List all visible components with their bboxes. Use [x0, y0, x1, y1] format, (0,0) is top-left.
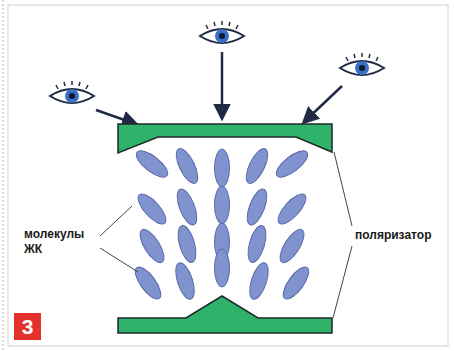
top-polarizer — [118, 124, 332, 153]
lc-molecules — [131, 146, 313, 303]
margin-line — [3, 0, 4, 351]
part-label: молекулы ЖК — [24, 227, 104, 257]
eyes — [50, 21, 384, 103]
eye-icon — [50, 81, 94, 103]
part-label: поляризатор — [355, 228, 450, 243]
bottom-polarizer — [118, 296, 332, 333]
frame — [8, 5, 448, 346]
callout-text: 3 — [22, 316, 34, 337]
callout-number: 3 — [14, 313, 41, 340]
view-arrows — [96, 52, 342, 124]
leader-lines — [100, 152, 352, 318]
eye-icon — [200, 21, 244, 43]
eye-icon — [340, 53, 384, 75]
